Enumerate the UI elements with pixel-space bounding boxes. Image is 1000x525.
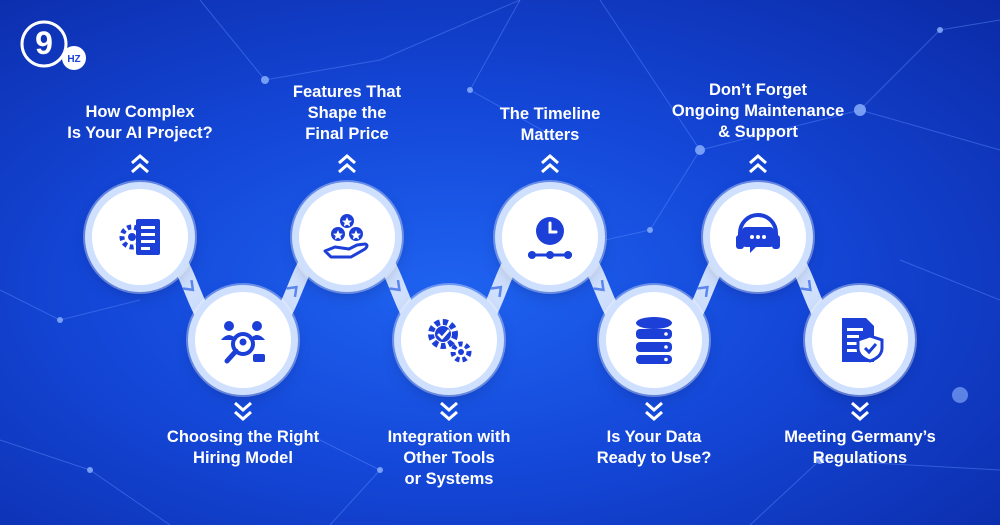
database-icon bbox=[636, 317, 672, 364]
logo-number: 9 bbox=[35, 25, 53, 61]
step-label-2: Choosing the Right Hiring Model bbox=[166, 428, 320, 467]
step-label-1: How Complex Is Your AI Project? bbox=[67, 103, 213, 142]
chevron-down-icon bbox=[643, 400, 665, 422]
chevron-up-icon bbox=[747, 153, 769, 175]
step-circle-6 bbox=[606, 292, 702, 388]
step-circle-4 bbox=[401, 292, 497, 388]
step-label-6: Is Your Data Ready to Use? bbox=[596, 428, 712, 467]
chevron-up-icon bbox=[336, 153, 358, 175]
document-gear-icon bbox=[119, 219, 160, 255]
chevron-up-icon bbox=[129, 153, 151, 175]
chevron-up-icon bbox=[539, 153, 561, 175]
step-circle-3 bbox=[299, 189, 395, 285]
step-label-4: Integration with Other Tools or Systems bbox=[387, 428, 511, 488]
gears-icon bbox=[428, 319, 472, 363]
document-shield-icon bbox=[842, 318, 884, 363]
company-logo: 9 HZ bbox=[18, 18, 98, 74]
step-label-5: The Timeline Matters bbox=[499, 105, 601, 144]
step-circle-8 bbox=[812, 292, 908, 388]
team-search-icon bbox=[221, 321, 265, 364]
connector-arrow bbox=[286, 285, 298, 298]
step-label-7: Don’t Forget Ongoing Maintenance & Suppo… bbox=[671, 81, 845, 141]
hand-stars-icon bbox=[323, 214, 369, 259]
connector-arrow bbox=[800, 279, 812, 292]
connector-arrow bbox=[490, 285, 503, 298]
connector-arrow bbox=[593, 279, 605, 292]
connector-arrow bbox=[182, 279, 195, 292]
chevron-down-icon bbox=[849, 400, 871, 422]
step-label-8: Meeting Germany’s Regulations bbox=[784, 428, 936, 467]
step-circle-7 bbox=[710, 189, 806, 285]
chevron-down-icon bbox=[438, 400, 460, 422]
step-circle-1 bbox=[92, 189, 188, 285]
chevron-down-icon bbox=[232, 400, 254, 422]
logo-suffix: HZ bbox=[67, 54, 80, 65]
step-label-3: Features That Shape the Final Price bbox=[292, 83, 402, 143]
connector-arrow bbox=[697, 285, 709, 298]
step-circle-5 bbox=[502, 189, 598, 285]
clock-timeline-icon bbox=[528, 217, 572, 259]
headset-support-icon bbox=[736, 213, 780, 253]
connector-arrow bbox=[389, 279, 401, 292]
step-circle-2 bbox=[195, 292, 291, 388]
